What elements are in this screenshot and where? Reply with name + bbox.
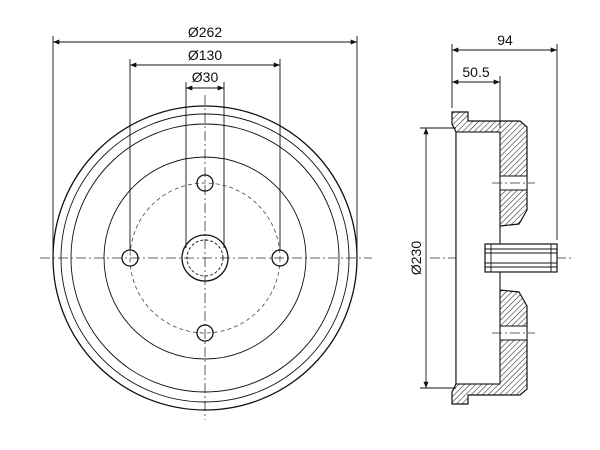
dim-label-offset-width: 50.5 [462,64,489,80]
bolt-hole-top [196,174,214,192]
side-view: 94 50.5 Ø230 [408,32,572,405]
dim-label-outer-diameter: Ø262 [188,24,222,40]
bolt-circle [129,182,281,334]
drum-inner-rim [60,113,350,403]
dim-label-braking-diameter: Ø230 [408,241,424,275]
front-view: Ø262 Ø130 Ø30 [40,24,372,420]
hub-face-circle [103,156,307,360]
dim-label-center-bore: Ø30 [192,69,219,85]
dim-label-bolt-circle: Ø130 [188,47,222,63]
center-bore-outer [181,234,229,282]
hub-spline-section [484,243,558,273]
braking-surface-circle [70,123,340,393]
dim-label-overall-width: 94 [497,32,513,48]
center-bore-spline [186,239,224,277]
bolt-hole-bottom [196,324,214,342]
